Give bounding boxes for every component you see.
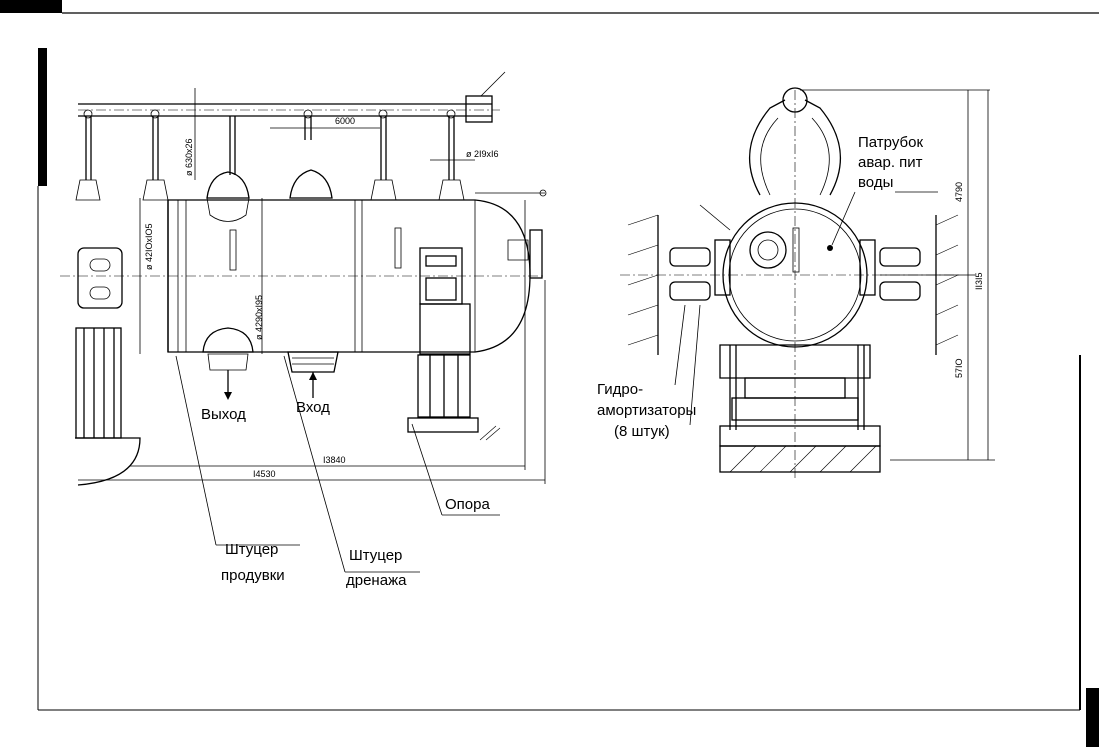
dim-4210: ø 42IOxIO5 [144, 223, 154, 270]
label-gidro-2: амортизаторы [597, 402, 696, 419]
corner-tab [1086, 688, 1099, 747]
label-vkhod: Вход [296, 399, 330, 416]
label-shtucer-produvki-2: продувки [221, 567, 285, 584]
label-patrubok-3: воды [858, 174, 893, 191]
label-patrubok-1: Патрубок [858, 134, 923, 151]
label-patrubok-2: авар. пит [858, 154, 923, 171]
dim-13840: I3840 [323, 455, 346, 465]
dim-6000: 6000 [335, 116, 355, 126]
label-shtucer-drenazha-2: дренажа [346, 572, 407, 589]
end-view [620, 87, 995, 480]
dim-14530: I4530 [253, 469, 276, 479]
header-tab [0, 0, 62, 13]
side-view [60, 71, 547, 573]
label-opora: Опора [445, 496, 490, 513]
left-margin-bar [38, 48, 47, 186]
label-vykhod: Выход [201, 406, 246, 423]
dim-4290: ø 4290xI95 [254, 295, 264, 340]
dim-630: ø 630x26 [184, 138, 194, 176]
label-gidro-1: Гидро- [597, 381, 643, 398]
dim-4790: 4790 [954, 182, 964, 202]
label-gidro-3: (8 штук) [614, 423, 670, 440]
label-shtucer-produvki-1: Штуцер [225, 541, 278, 558]
dim-5710: 57IO [954, 358, 964, 378]
label-shtucer-drenazha-1: Штуцер [349, 547, 402, 564]
dim-11315: II3I5 [974, 272, 984, 290]
dim-219: ø 2I9xI6 [466, 149, 499, 159]
